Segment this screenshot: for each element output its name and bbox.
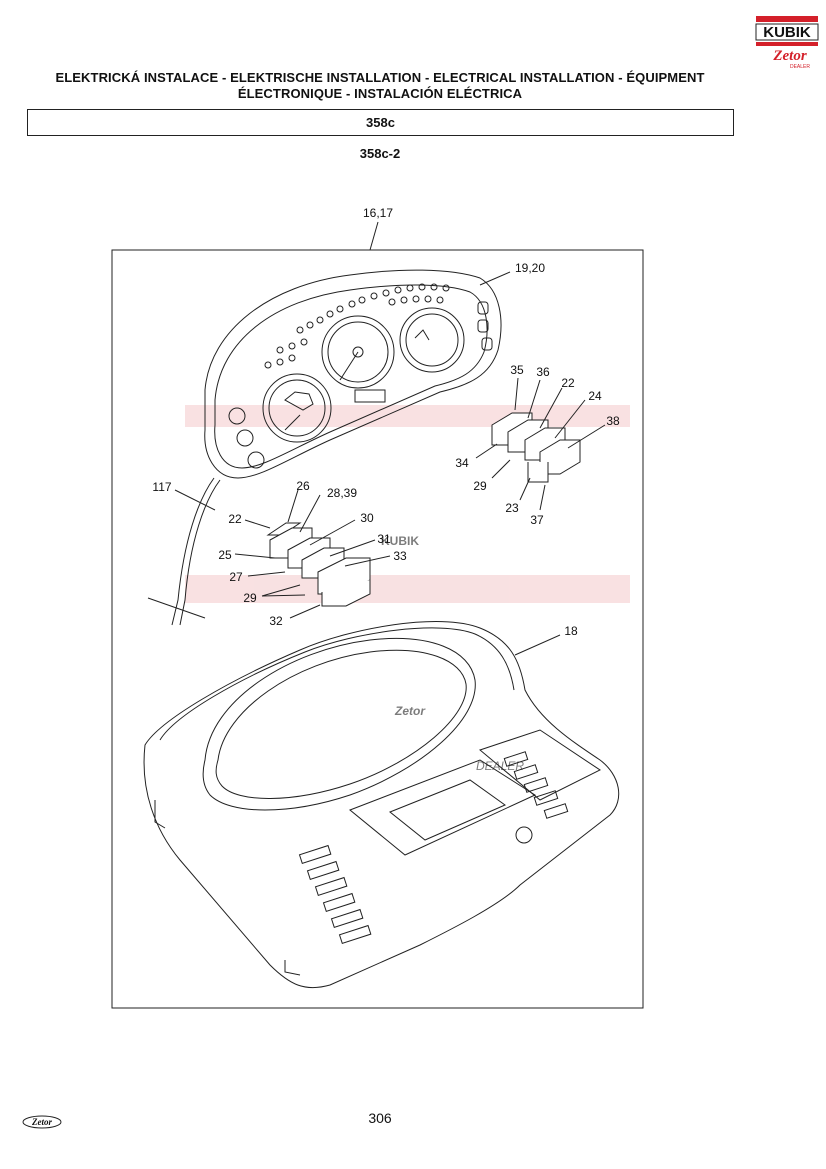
dashboard-switch-slots-left — [298, 844, 372, 945]
callout-38: 38 — [606, 414, 620, 428]
callout-117: 117 — [152, 480, 171, 494]
instrument-cluster — [171, 269, 502, 626]
callout-31: 31 — [377, 532, 391, 546]
callout-33: 33 — [393, 549, 407, 563]
callout-30: 30 — [360, 511, 374, 525]
footer-zetor-text: Zetor — [31, 1117, 52, 1127]
part-callouts: 16,17 19,20 35 36 22 24 38 34 29 23 37 1… — [152, 206, 620, 638]
callout-25: 25 — [218, 548, 232, 562]
callout-37: 37 — [530, 513, 544, 527]
callout-19-20: 19,20 — [515, 261, 545, 275]
callout-36: 36 — [536, 365, 550, 379]
logo-dealer-text: DEALER — [790, 64, 810, 70]
diagram-frame — [111, 249, 644, 1009]
logo-zetor-text: Zetor — [772, 48, 806, 64]
page-title-line1: ELEKTRICKÁ INSTALACE - ELEKTRISCHE INSTA… — [55, 70, 705, 85]
callout-29-left: 29 — [243, 591, 257, 605]
watermark-dealer-text: DEALER — [476, 759, 524, 773]
callout-32: 32 — [269, 614, 283, 628]
page-number: 306 — [368, 1110, 392, 1126]
logo-kubik-text: KUBIK — [763, 24, 811, 41]
page-title-line2: ÉLECTRONIQUE - INSTALACIÓN ELÉCTRICA — [237, 86, 523, 101]
leader-lines — [147, 221, 606, 656]
page-title: ELEKTRICKÁ INSTALACE - ELEKTRISCHE INSTA… — [20, 70, 740, 102]
dashboard-housing — [143, 621, 620, 989]
warning-lights — [264, 283, 450, 369]
callout-28-39: 28,39 — [327, 486, 357, 500]
callout-22-right: 22 — [561, 376, 575, 390]
watermark-zetor-text: Zetor — [394, 704, 426, 718]
callout-34: 34 — [455, 456, 469, 470]
section-number: 358c — [27, 109, 734, 136]
callout-24: 24 — [588, 389, 602, 403]
watermark-kubik-text: KUBIK — [381, 534, 419, 548]
callout-27: 27 — [229, 570, 243, 584]
subsection-number: 358c-2 — [359, 146, 401, 161]
callout-35: 35 — [510, 363, 524, 377]
callout-26: 26 — [296, 479, 310, 493]
dashboard-switch-slots-right — [503, 751, 569, 819]
callout-18: 18 — [564, 624, 578, 638]
callout-22-left: 22 — [228, 512, 242, 526]
switch-group-right — [491, 412, 581, 483]
callout-16-17: 16,17 — [363, 206, 393, 220]
switch-group-left — [266, 522, 371, 607]
footer-zetor-logo: Zetor — [22, 1115, 62, 1129]
kubik-zetor-logo: KUBIK Zetor DEALER — [755, 16, 819, 70]
callout-23: 23 — [505, 501, 519, 515]
callout-29-right: 29 — [473, 479, 487, 493]
